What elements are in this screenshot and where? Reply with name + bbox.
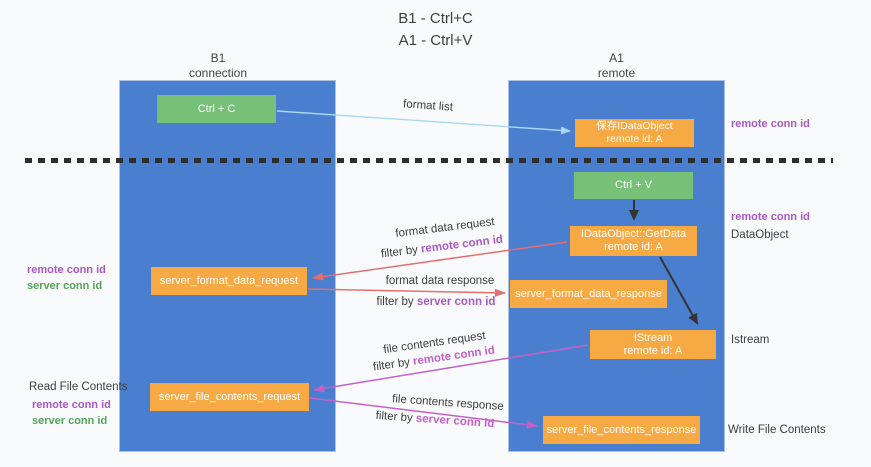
- filter-by-prefix: filter by: [380, 243, 422, 261]
- title-line-2: A1 - Ctrl+V: [398, 32, 473, 49]
- filter-key-server-conn-id: server conn id: [416, 296, 496, 308]
- arrow-format-data-response: [307, 288, 506, 297]
- label-format-data-response: format data response: [385, 275, 495, 287]
- diagram-title: B1 - Ctrl+C A1 - Ctrl+V: [0, 8, 871, 52]
- node-server-file-contents-request-label: server_file_contents_request: [158, 390, 301, 403]
- lane-header-a1: A1 remote: [508, 51, 725, 81]
- annotation-server-conn-id-left-bottom: server conn id: [32, 415, 108, 427]
- node-ctrl-v-label: Ctrl + V: [615, 179, 652, 191]
- filter-key-server-conn-id: server conn id: [415, 412, 495, 431]
- node-server-file-contents-response-label: server_file_contents_response: [546, 423, 697, 436]
- label-filter-by-server-conn-id-1: filter by server conn id: [374, 296, 498, 308]
- node-server-file-contents-request: server_file_contents_request: [150, 383, 309, 411]
- lane-b1-title: B1: [210, 51, 226, 65]
- node-save-idataobject-line2: remote id: A: [606, 133, 663, 145]
- filter-by-prefix: filter by: [375, 409, 417, 425]
- lane-a1-title: A1: [609, 51, 624, 65]
- annotation-write-file-contents: Write File Contents: [728, 424, 826, 436]
- node-ctrl-c: Ctrl + C: [157, 95, 276, 123]
- node-save-idataobject: 保存IDataObject remote id: A: [575, 119, 694, 147]
- filter-by-prefix: filter by: [372, 355, 414, 374]
- annotation-server-conn-id-left-top: server conn id: [27, 280, 103, 292]
- lane-b1-subtitle: connection: [188, 66, 248, 80]
- node-istream: IStream remote id: A: [590, 330, 716, 359]
- node-ctrl-c-label: Ctrl + C: [197, 102, 236, 115]
- label-filter-by-server-conn-id-2: filter by server conn id: [375, 410, 496, 430]
- annotation-remote-conn-id-top-right: remote conn id: [731, 118, 810, 130]
- lane-a1-subtitle: remote: [597, 66, 636, 80]
- annotation-dataobject: DataObject: [731, 229, 789, 241]
- node-getdata-line1: IDataObject::GetData: [580, 228, 687, 240]
- node-server-format-data-request-label: server_format_data_request: [159, 274, 299, 287]
- node-idataobject-getdata: IDataObject::GetData remote id: A: [570, 226, 697, 256]
- annotation-remote-conn-id-left-top: remote conn id: [27, 264, 106, 276]
- lane-header-b1: B1 connection: [118, 51, 318, 81]
- node-server-format-data-request: server_format_data_request: [151, 267, 307, 295]
- session-separator-dashed-line: [25, 158, 833, 163]
- title-line-1: B1 - Ctrl+C: [398, 10, 473, 27]
- label-file-contents-response: file contents response: [391, 393, 505, 413]
- annotation-read-file-contents: Read File Contents: [29, 381, 128, 393]
- annotation-remote-conn-id-left-bottom: remote conn id: [32, 399, 111, 411]
- annotation-remote-conn-id-mid-right: remote conn id: [731, 211, 810, 223]
- node-server-format-data-response-label: server_format_data_response: [515, 287, 662, 300]
- filter-key-remote-conn-id: remote conn id: [420, 233, 504, 256]
- node-istream-line1: IStream: [633, 331, 673, 344]
- node-getdata-line2: remote id: A: [604, 241, 663, 253]
- node-save-idataobject-line1: 保存IDataObject: [596, 120, 673, 132]
- node-ctrl-v: Ctrl + V: [574, 172, 693, 199]
- node-server-format-data-response: server_format_data_response: [510, 280, 667, 308]
- node-server-file-contents-response: server_file_contents_response: [543, 416, 700, 444]
- node-istream-line2: remote id: A: [623, 344, 683, 357]
- filter-by-prefix: filter by: [376, 296, 417, 308]
- annotation-istream: Istream: [731, 334, 770, 346]
- label-format-list: format list: [402, 98, 454, 114]
